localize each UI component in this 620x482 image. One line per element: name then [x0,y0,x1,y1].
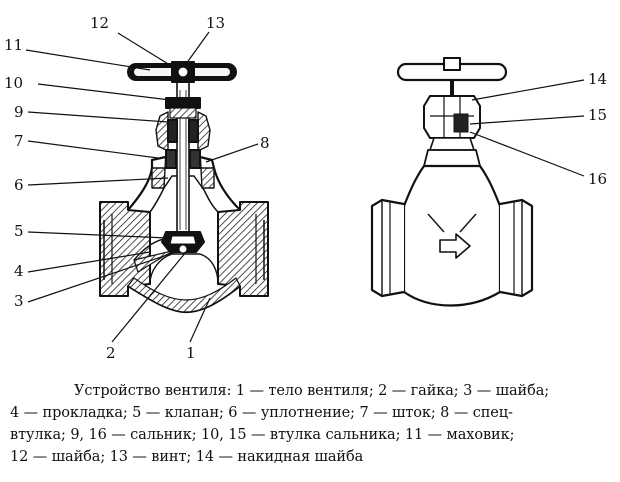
callout-6: 6 [14,176,24,194]
figure-caption: Устройство вентиля: 1 — тело вентиля; 2 … [10,380,612,468]
callout-8: 8 [260,134,270,152]
caption-line-1: Устройство вентиля: 1 — тело вентиля; 2 … [74,383,550,399]
callout-15: 15 [588,106,607,124]
callout-14: 14 [588,70,607,88]
callout-4: 4 [14,262,24,280]
callout-3: 3 [14,292,24,310]
callout-10: 10 [4,74,23,92]
valve-external-view [370,57,534,307]
valve-section-view [99,61,269,314]
caption-line-4: 12 — шайба; 13 — винт; 14 — накидная шай… [10,449,364,465]
callout-9: 9 [14,103,24,121]
callout-12: 12 [90,14,109,32]
callout-labels: 12 13 11 10 9 7 8 6 5 4 3 2 1 14 15 16 [4,14,607,362]
callout-13: 13 [206,14,225,32]
caption-line-2: 4 — прокладка; 5 — клапан; 6 — уплотнени… [10,405,513,421]
callout-5: 5 [14,222,24,240]
callout-2: 2 [106,344,116,362]
valve-diagram: 12 13 11 10 9 7 8 6 5 4 3 2 1 14 15 16 [4,14,607,362]
callout-leaders-right [469,79,585,177]
callout-1: 1 [186,344,196,362]
caption-line-3: втулка; 9, 16 — сальник; 10, 15 — втулка… [10,427,515,443]
callout-leaders-left [25,31,259,343]
callout-16: 16 [588,170,607,188]
callout-11: 11 [4,36,23,54]
callout-7: 7 [14,132,24,150]
